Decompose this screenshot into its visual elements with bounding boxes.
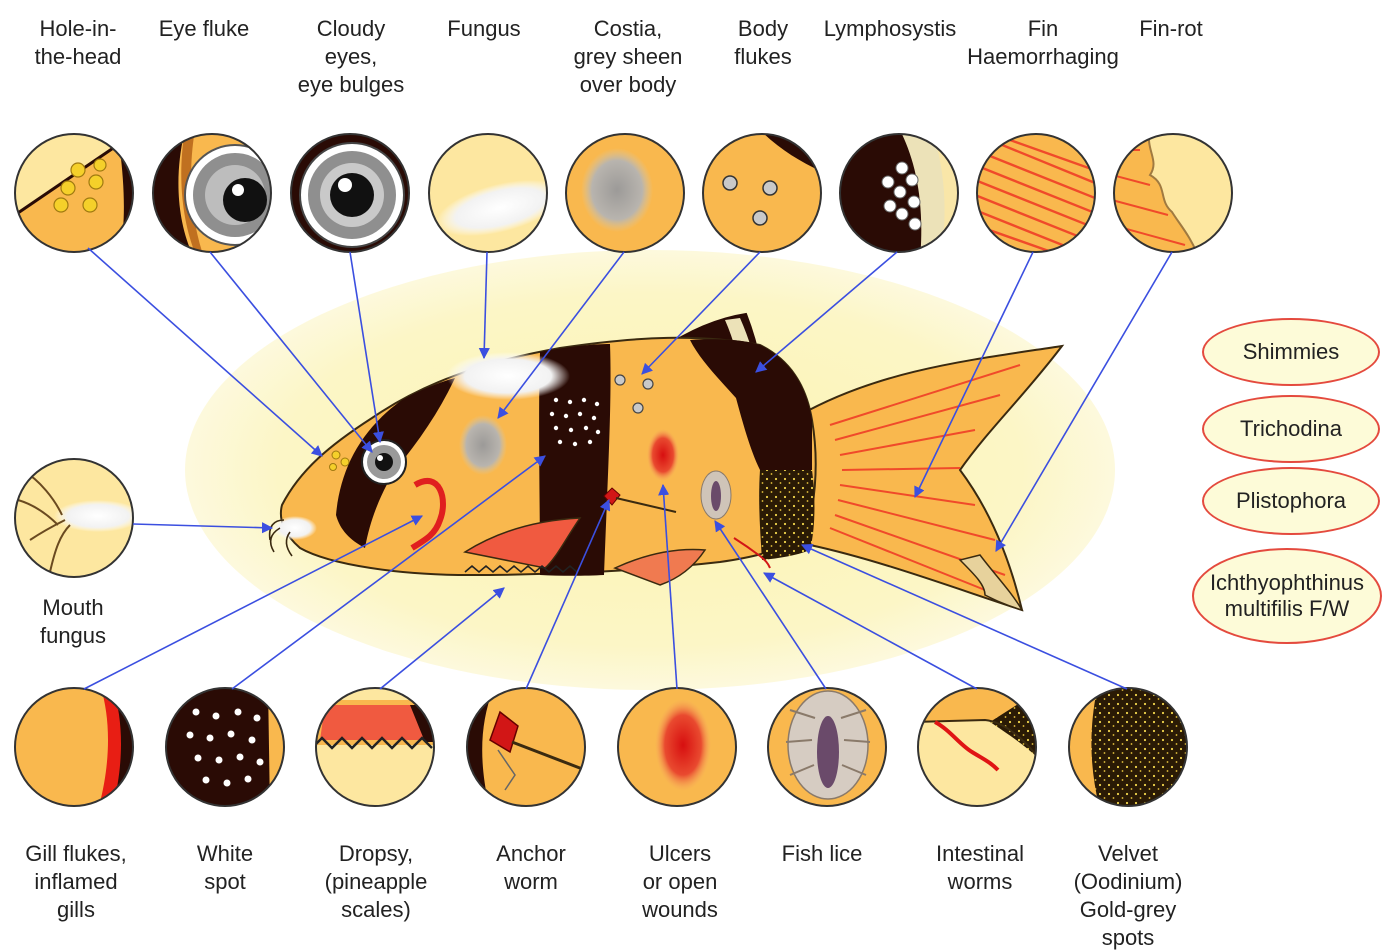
label-costia: Costia, grey sheen over body (554, 15, 702, 99)
inset-ulcers (610, 685, 740, 815)
inset-white-spot (160, 685, 290, 815)
ulcer-patch (647, 429, 679, 481)
inset-body-flukes (700, 130, 830, 260)
label-gill-flukes: Gill flukes, inflamed gills (4, 840, 148, 924)
inset-eye-fluke (150, 130, 285, 260)
pill-shimmies: Shimmies (1202, 318, 1380, 386)
costia-sheen-patch (459, 415, 507, 475)
label-fungus: Fungus (432, 15, 536, 43)
pill-ichthyophthinus: Ichthyophthinus multifilis F/W (1192, 548, 1382, 644)
inset-anchor-worm (460, 685, 590, 815)
pill-plistophora: Plistophora (1202, 467, 1380, 535)
label-ulcers: Ulcers or open wounds (624, 840, 736, 924)
inset-gill-flukes (10, 685, 140, 815)
label-fish-lice: Fish lice (762, 840, 882, 868)
label-anchor-worm: Anchor worm (476, 840, 586, 896)
label-velvet: Velvet (Oodinium) Gold-grey spots (1056, 840, 1200, 952)
label-white-spot: White spot (170, 840, 280, 896)
inset-fin-haemorrhaging (975, 130, 1105, 262)
inset-dropsy (310, 685, 440, 815)
label-cloudy-eyes: Cloudy eyes, eye bulges (280, 15, 422, 99)
label-dropsy: Dropsy, (pineapple scales) (306, 840, 446, 924)
pill-trichodina: Trichodina (1202, 395, 1380, 463)
inset-cloudy-eyes (288, 130, 418, 260)
inset-intestinal-worms (910, 685, 1040, 815)
fish-louse (701, 471, 731, 519)
inset-fish-lice (760, 685, 890, 815)
label-eye-fluke: Eye fluke (144, 15, 264, 43)
inset-velvet (1060, 685, 1190, 815)
fungus-patch (446, 352, 570, 400)
label-fin-rot: Fin-rot (1118, 15, 1224, 43)
label-body-flukes: Body flukes (716, 15, 810, 71)
inset-mouth-fungus (10, 455, 142, 585)
inset-hole-in-the-head (10, 130, 140, 260)
inset-costia (560, 130, 690, 260)
label-intestinal-worms: Intestinal worms (914, 840, 1046, 896)
label-hole-in-the-head: Hole-in- the-head (20, 15, 136, 71)
label-mouth-fungus: Mouth fungus (14, 594, 132, 650)
inset-lymphocystis (838, 130, 968, 260)
label-fin-haemorrhaging: Fin Haemorrhaging (948, 15, 1138, 71)
inset-fin-rot (1110, 130, 1240, 260)
inset-fungus (425, 130, 569, 260)
